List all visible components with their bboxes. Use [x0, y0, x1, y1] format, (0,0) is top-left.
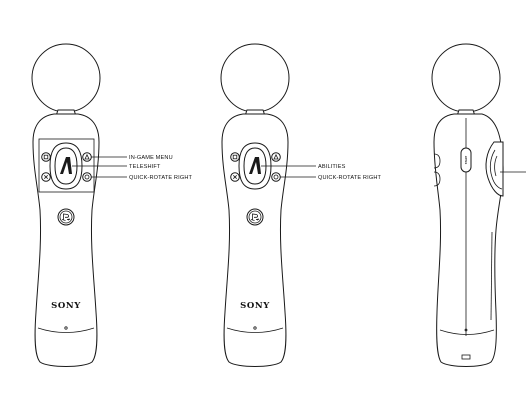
circle-button	[271, 172, 281, 182]
cross-icon	[44, 175, 48, 179]
start-button	[460, 147, 472, 173]
cross-icon	[233, 175, 237, 179]
square-icon	[232, 154, 238, 160]
ps-logo-icon	[250, 213, 260, 221]
side-grip-line	[490, 231, 493, 321]
controller-front-1: SONY IN-GAME MENU TELESHIFT QUICK-ROTATE…	[31, 43, 193, 367]
label-teleshift: TELESHIFT	[129, 164, 161, 170]
seam-dot	[464, 328, 468, 332]
move-button-inner	[243, 147, 267, 185]
callout-lines	[261, 165, 316, 178]
controller-side: START	[431, 43, 526, 367]
controller-sphere	[220, 43, 290, 113]
start-button-label: START	[464, 155, 468, 164]
brand-logo: SONY	[51, 301, 81, 311]
label-abilities: ABILITIES	[318, 164, 346, 170]
side-button-top	[433, 153, 441, 169]
circle-icon	[273, 174, 279, 180]
callout-lines	[72, 156, 127, 178]
ps-logo-icon	[61, 213, 71, 221]
label-quick-rotate-right: QUICK-ROTATE RIGHT	[129, 175, 193, 181]
controller-sphere	[31, 43, 101, 113]
ps-button-inner	[59, 210, 73, 224]
triangle-icon	[273, 153, 279, 160]
label-in-game-menu: IN-GAME MENU	[129, 155, 173, 161]
move-button-inner	[54, 147, 78, 185]
base-ring	[37, 327, 95, 333]
brand-logo: SONY	[240, 301, 270, 311]
trigger	[485, 141, 504, 197]
controller-sphere	[431, 43, 501, 113]
square-button	[41, 152, 51, 162]
button-frame	[38, 138, 95, 193]
square-icon	[43, 154, 49, 160]
bottom-port	[461, 354, 471, 360]
move-logo-icon	[249, 157, 261, 174]
controller-front-2: SONY ABILITIES QUICK-ROTATE RIGHT	[220, 43, 382, 367]
circle-icon	[84, 174, 90, 180]
label-quick-rotate-right: QUICK-ROTATE RIGHT	[318, 175, 382, 181]
bottom-port	[253, 326, 257, 330]
move-logo-icon	[60, 157, 72, 174]
bottom-port	[64, 326, 68, 330]
ps-button-inner	[248, 210, 262, 224]
base-ring	[439, 329, 495, 335]
circle-button	[82, 172, 92, 182]
square-button	[230, 152, 240, 162]
side-button-bottom	[433, 171, 441, 187]
base-ring	[226, 327, 284, 333]
triangle-icon	[84, 153, 90, 160]
